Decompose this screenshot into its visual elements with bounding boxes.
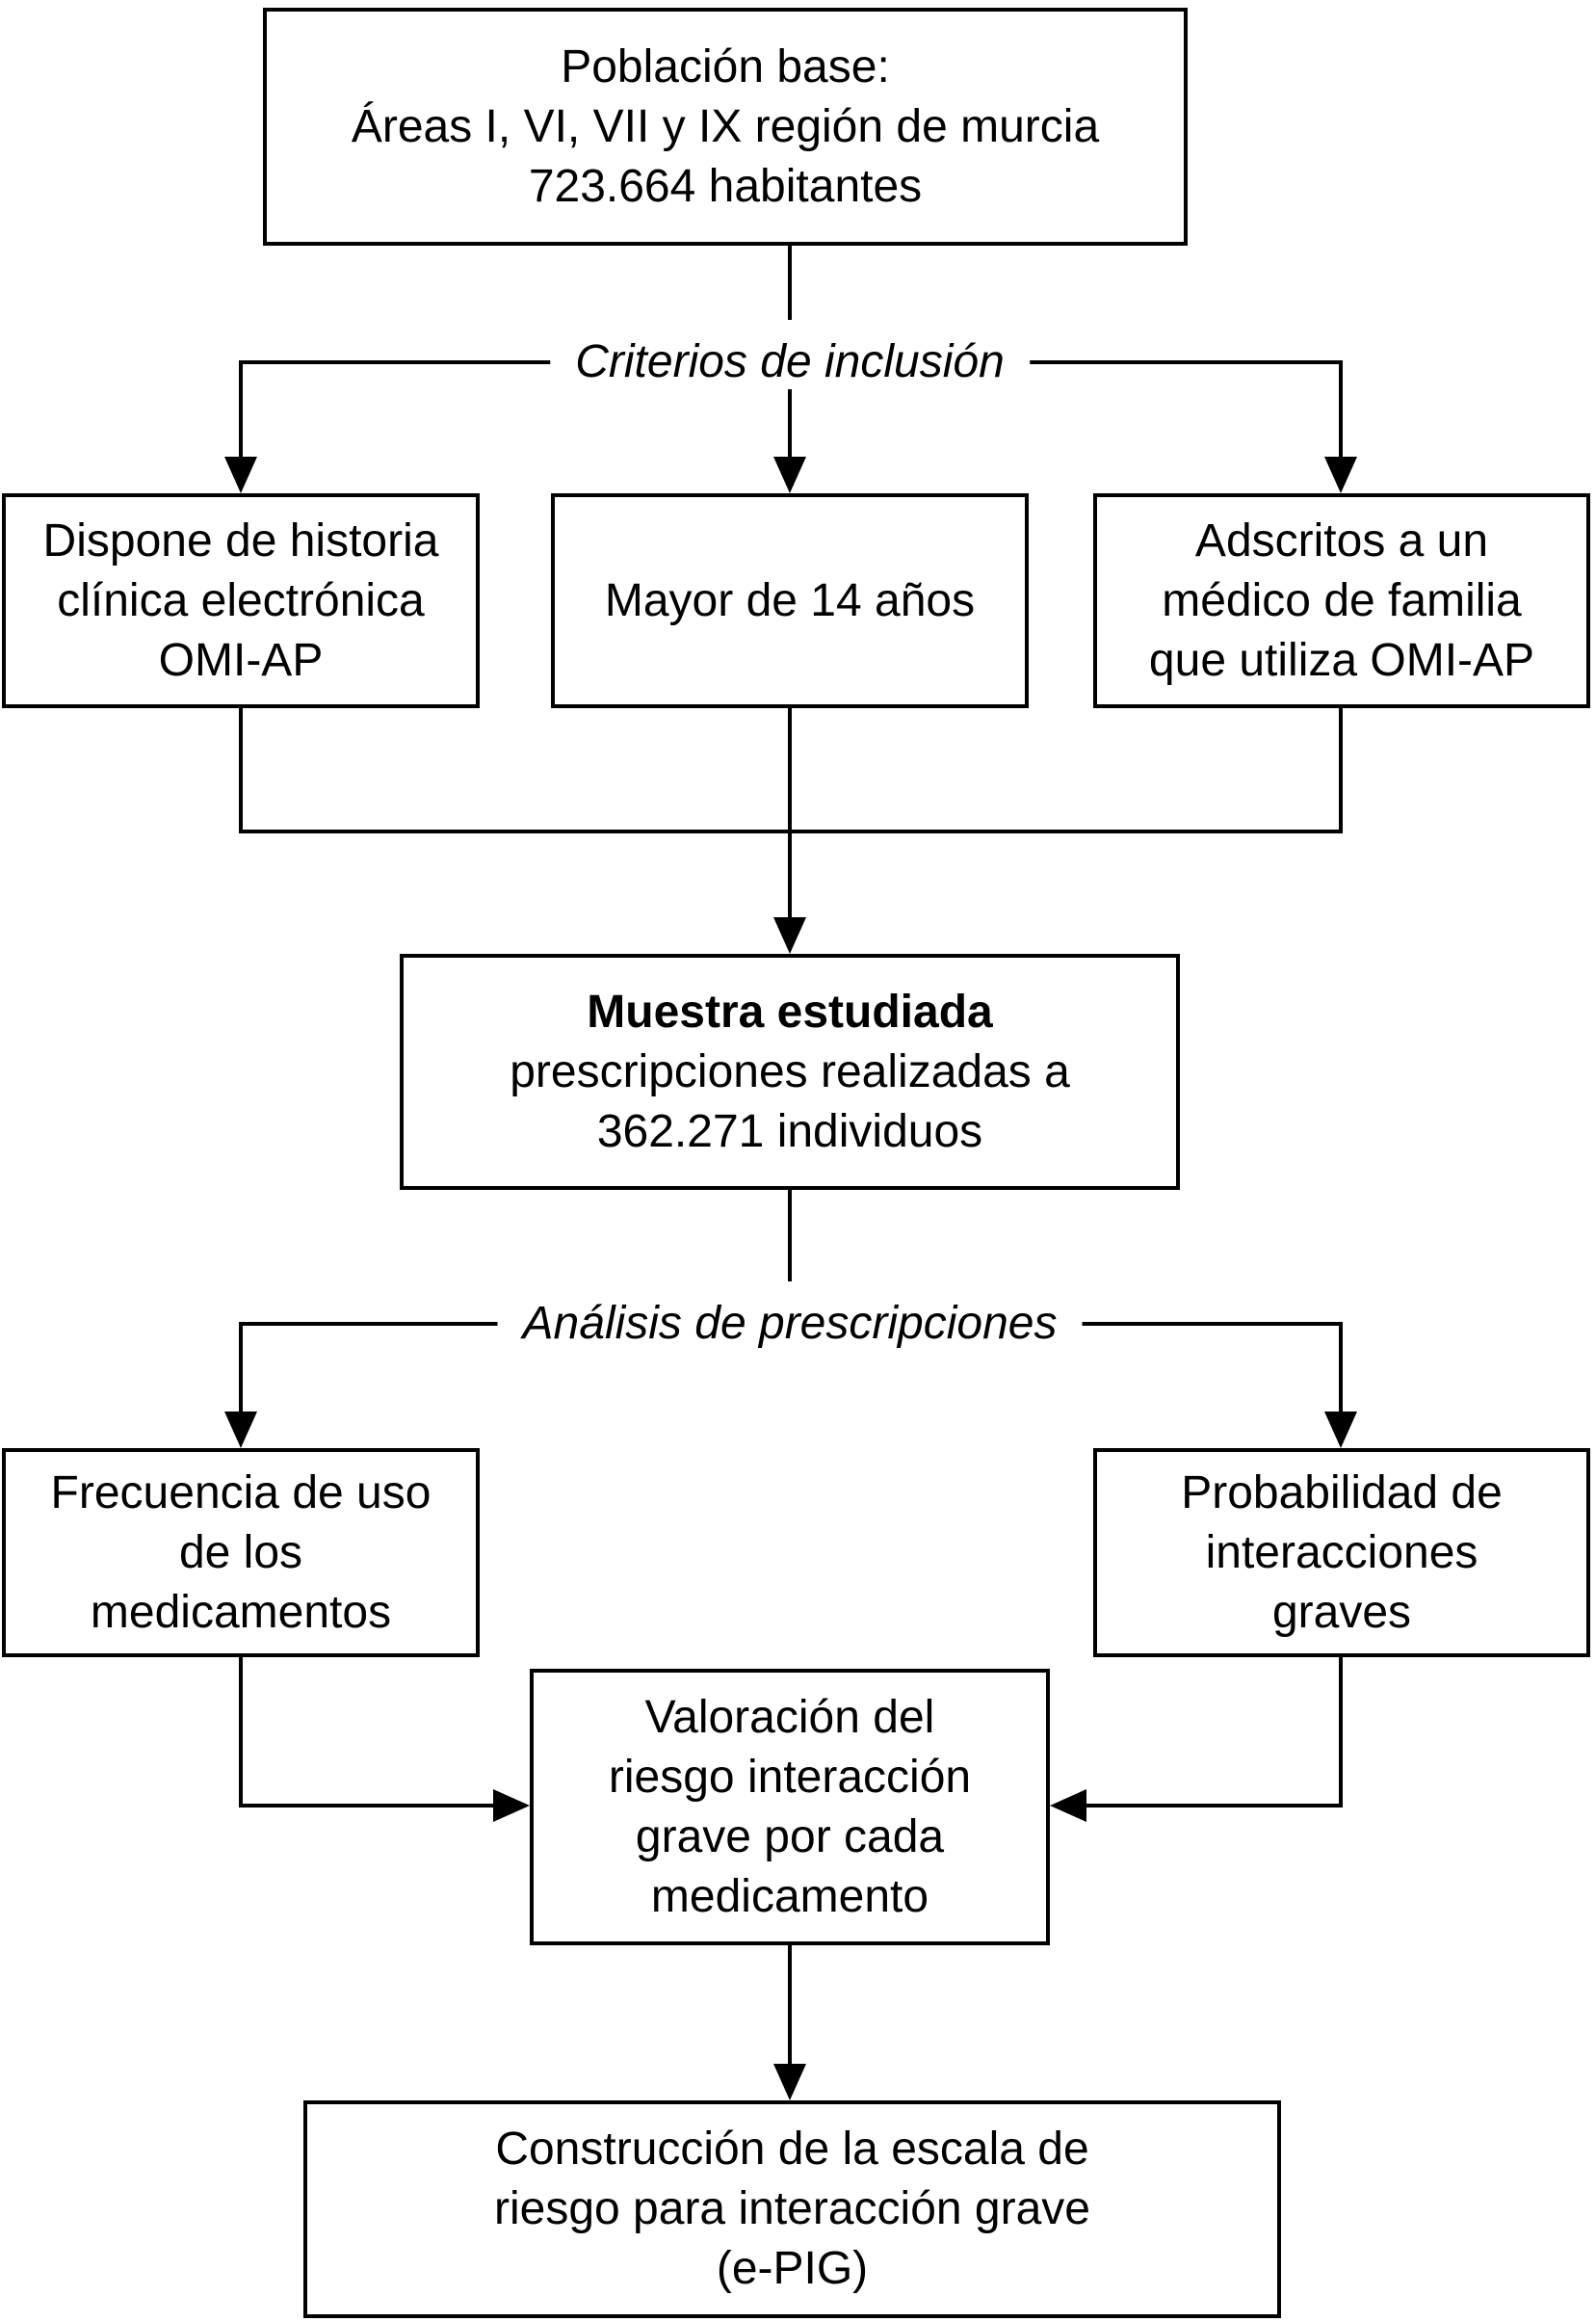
text-line: graves bbox=[1271, 1586, 1412, 1638]
text-line: OMI-AP bbox=[158, 634, 324, 686]
text-line: clínica electrónica bbox=[57, 574, 425, 626]
node-criterion-assigned: Adscritos a un médico de familia que uti… bbox=[1093, 493, 1590, 708]
node-assessment: Valoración del riesgo interacción grave … bbox=[530, 1669, 1050, 1945]
text-line: interacciones bbox=[1205, 1526, 1478, 1578]
arrowhead-to-age bbox=[773, 457, 806, 493]
arrowhead-into-assessment-left bbox=[493, 1789, 530, 1822]
text-line: grave por cada bbox=[635, 1810, 945, 1862]
connector-probability-to-assessment bbox=[1081, 1657, 1343, 1807]
text-line: prescripciones realizadas a bbox=[510, 1045, 1070, 1097]
text-line: Áreas I, VI, VII y IX región de murcia bbox=[351, 100, 1100, 152]
text-line: riesgo para interacción grave bbox=[493, 2183, 1090, 2234]
text-line: Frecuencia de uso bbox=[50, 1466, 432, 1518]
node-criterion-age: Mayor de 14 años bbox=[551, 493, 1029, 708]
node-frequency: Frecuencia de uso de los medicamentos bbox=[2, 1448, 480, 1657]
text-line: Dispone de historia bbox=[42, 515, 439, 567]
arrowhead-into-assessment-right bbox=[1050, 1789, 1086, 1822]
text-line: que utiliza OMI-AP bbox=[1148, 634, 1535, 686]
connector-frequency-to-assessment bbox=[239, 1657, 499, 1807]
text-line: medicamento bbox=[650, 1870, 929, 1922]
arrowhead-to-emr bbox=[224, 457, 257, 493]
arrowhead-to-frequency bbox=[224, 1412, 257, 1448]
node-criterion-emr: Dispone de historia clínica electrónica … bbox=[2, 493, 480, 708]
text-line: 723.664 habitantes bbox=[528, 160, 923, 212]
label-prescription-analysis: Análisis de prescripciones bbox=[497, 1297, 1083, 1351]
node-scale: Construcción de la escala de riesgo para… bbox=[303, 2100, 1281, 2318]
arrowhead-to-probability bbox=[1324, 1412, 1357, 1448]
node-probability: Probabilidad de interacciones graves bbox=[1093, 1448, 1590, 1657]
text-line: médico de familia bbox=[1162, 574, 1522, 626]
text-line: Adscritos a un bbox=[1194, 515, 1489, 567]
text-line: (e-PIG) bbox=[716, 2243, 869, 2294]
text-line: 362.271 individuos bbox=[596, 1105, 983, 1157]
text-line: Mayor de 14 años bbox=[604, 574, 976, 626]
text-line: Población base: bbox=[561, 40, 890, 92]
arrowhead-to-sample bbox=[773, 917, 806, 954]
text-line: Valoración del bbox=[644, 1691, 935, 1743]
node-sample-title: Muestra estudiada bbox=[587, 986, 993, 1038]
node-sample: Muestra estudiada prescripciones realiza… bbox=[400, 954, 1180, 1190]
arrowhead-to-scale bbox=[773, 2064, 806, 2100]
text-line: medicamentos bbox=[90, 1586, 392, 1638]
label-inclusion-criteria: Criterios de inclusión bbox=[550, 335, 1030, 389]
text-line: de los bbox=[178, 1526, 303, 1578]
arrowhead-to-assigned bbox=[1324, 457, 1357, 493]
node-population: Población base: Áreas I, VI, VII y IX re… bbox=[263, 8, 1188, 246]
text-line: riesgo interacción bbox=[608, 1751, 972, 1803]
text-line: Probabilidad de bbox=[1181, 1466, 1503, 1518]
text-line: Construcción de la escala de bbox=[495, 2124, 1089, 2175]
